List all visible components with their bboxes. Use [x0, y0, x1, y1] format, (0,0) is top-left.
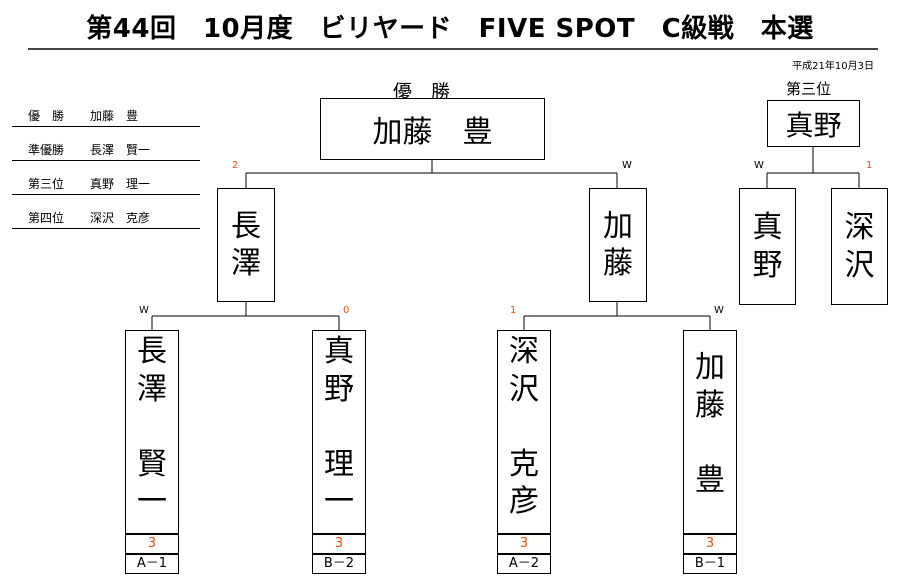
name-char: 長	[231, 208, 261, 244]
third-match-player-left: 真 野	[739, 188, 796, 305]
result-label: W	[139, 305, 149, 316]
summary-place: 優 勝	[28, 109, 65, 123]
player-box-b2: 真 野 理 一	[312, 330, 366, 534]
semifinal-player-right: 加 藤	[589, 188, 647, 302]
name-char: 一	[137, 484, 167, 519]
event-date: 平成21年10月3日	[792, 61, 874, 72]
result-label: W	[754, 160, 764, 171]
name-char: 長	[137, 334, 167, 369]
result-label: 1	[510, 305, 517, 316]
name-char	[147, 408, 157, 446]
result-label: 2	[232, 160, 239, 171]
name-char: 深	[509, 334, 539, 369]
summary-name: 加藤 豊	[90, 109, 139, 123]
name-char: 藤	[603, 246, 633, 281]
third-place-box: 真野	[767, 100, 860, 147]
third-match-player-right: 深 沢	[831, 188, 888, 305]
summary-name: 真野 理一	[90, 177, 151, 191]
player-score: 3	[497, 534, 551, 554]
player-box-b1: 加 藤 豊	[683, 330, 737, 534]
player-score: 3	[125, 534, 179, 554]
name-char: 藤	[695, 387, 725, 423]
player-seed: B－1	[683, 554, 737, 574]
name-char: 豊	[695, 462, 725, 498]
summary-name: 長澤 賢一	[90, 143, 151, 157]
name-char: 克	[509, 446, 539, 482]
name-char: 深	[844, 210, 875, 245]
summary-name: 深沢 克彦	[90, 211, 151, 225]
name-char: 彦	[509, 484, 539, 519]
name-char	[334, 408, 344, 446]
name-char: 澤	[137, 371, 167, 407]
name-char: 澤	[231, 246, 261, 281]
summary-row-fourth: 第四位 深沢 克彦	[12, 210, 200, 229]
name-char: 賢	[137, 446, 167, 482]
champion-box: 加藤 豊	[320, 98, 545, 160]
name-char	[705, 424, 715, 462]
name-char: 沢	[844, 247, 875, 283]
third-place-caption: 第三位	[786, 80, 832, 98]
player-score: 3	[312, 534, 366, 554]
name-char: 一	[324, 484, 354, 519]
result-label: 0	[343, 305, 350, 316]
summary-place: 準優勝	[28, 143, 65, 157]
page-title: 第44回 10月度 ビリヤード FIVE SPOT C級戦 本選	[86, 14, 814, 44]
name-char: 沢	[509, 371, 539, 407]
name-char: 理	[324, 446, 354, 482]
name-char: 野	[324, 371, 354, 407]
champion-caption: 優 勝	[393, 81, 451, 103]
result-label: W	[714, 305, 724, 316]
summary-row-third: 第三位 真野 理一	[12, 176, 200, 195]
result-label: 1	[866, 160, 873, 171]
semifinal-player-left: 長 澤	[217, 188, 275, 302]
third-place-name: 真野	[785, 108, 842, 142]
name-char: 野	[752, 247, 783, 283]
summary-row-champion: 優 勝 加藤 豊	[12, 108, 200, 127]
player-seed: A－1	[125, 554, 179, 574]
player-score: 3	[683, 534, 737, 554]
player-seed: B－2	[312, 554, 366, 574]
player-seed: A－2	[497, 554, 551, 574]
name-char: 真	[324, 334, 354, 369]
summary-place: 第三位	[28, 177, 65, 191]
name-char: 加	[603, 208, 633, 244]
name-char: 加	[695, 350, 725, 385]
name-char: 真	[752, 210, 783, 245]
champion-name: 加藤 豊	[372, 115, 493, 150]
player-box-a1: 長 澤 賢 一	[125, 330, 179, 534]
summary-row-runner-up: 準優勝 長澤 賢一	[12, 142, 200, 161]
name-char	[519, 408, 529, 446]
title-underline	[28, 48, 878, 50]
result-label: W	[622, 160, 632, 171]
summary-place: 第四位	[28, 211, 65, 225]
player-box-a2: 深 沢 克 彦	[497, 330, 551, 534]
